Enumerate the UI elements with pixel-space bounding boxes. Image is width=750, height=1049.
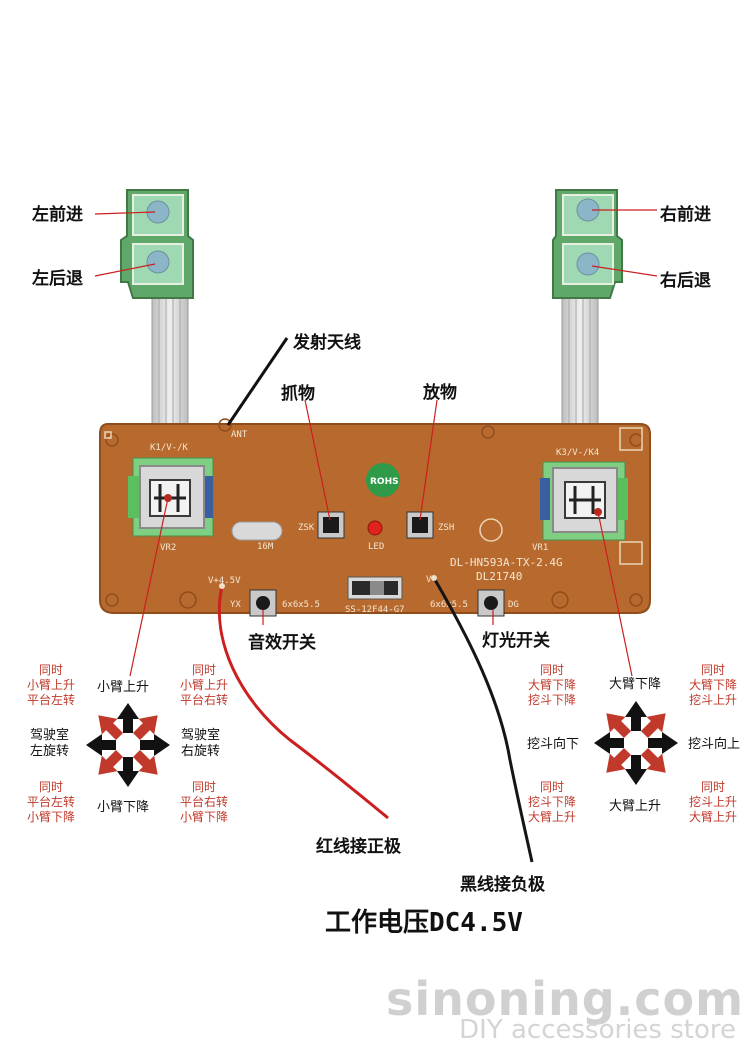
led-indicator-icon — [367, 520, 383, 536]
pcb-vminus-text: V- — [426, 575, 437, 585]
left-arrow-down-left-icon — [98, 749, 124, 775]
pcb-model-text: DL-HN593A-TX-2.4G — [450, 556, 563, 569]
antenna-wire — [226, 337, 289, 426]
watermark-tagline: DIY accessories store — [459, 1015, 736, 1045]
right-arrow-right-icon — [648, 732, 678, 754]
rohs-badge — [366, 463, 400, 497]
left-joystick[interactable] — [128, 457, 214, 537]
left-button-module — [120, 189, 194, 299]
right-backward-button-icon[interactable] — [576, 252, 600, 276]
right-stick-down-right-label: 同时 挖斗上升 大臂上升 — [689, 780, 738, 824]
pcb-vr2-text: VR2 — [160, 543, 176, 553]
left-stick-left-label: 驾驶室 左旋转 — [30, 728, 70, 759]
left-stick-down-right-label: 同时 平台右转 小臂下降 — [180, 780, 229, 824]
right-stick-left-label: 挖斗向下 — [527, 737, 580, 752]
voltage-label: 工作电压DC4.5V — [325, 908, 523, 938]
watermark-brand: sinoning.com — [386, 972, 744, 1026]
right-button-module — [552, 189, 623, 299]
right-ribbon-cable — [561, 297, 599, 439]
right-forward-label: 右前进 — [660, 205, 711, 225]
antenna-label: 发射天线 — [293, 333, 361, 353]
left-stick-arrows — [86, 703, 170, 787]
pcb-led-text: LED — [368, 542, 384, 552]
pcb-zsh-text: ZSH — [438, 523, 454, 533]
left-arrow-down-right-icon — [132, 749, 158, 775]
pcb-yx-text: YX — [230, 600, 241, 610]
sound-switch-label: 音效开关 — [248, 633, 316, 653]
right-stick-up-label: 大臂下降 — [609, 677, 662, 692]
right-arrow-up-right-icon — [640, 713, 666, 739]
left-forward-label: 左前进 — [32, 205, 83, 225]
pcb-board — [99, 423, 651, 614]
black-wire-label: 黑线接负极 — [460, 875, 545, 895]
pcb-crystal-freq-text: 16M — [257, 542, 274, 552]
pcb-ant-text: ANT — [231, 430, 248, 440]
pcb-switch-text: SS-12F44-G7 — [345, 605, 405, 615]
right-stick-arrows — [594, 701, 678, 785]
left-stick-up-left-label: 同时 小臂上升 平台左转 — [27, 663, 76, 707]
grab-button[interactable] — [317, 511, 345, 539]
rohs-text: ROHS — [370, 477, 399, 487]
right-stick-up-right-label: 同时 大臂下降 挖斗上升 — [689, 663, 738, 707]
left-arrow-up-right-icon — [132, 715, 158, 741]
right-arrow-down-left-icon — [606, 747, 632, 773]
pcb-logo-icon — [479, 518, 503, 542]
right-stick-down-left-label: 同时 挖斗下降 大臂上升 — [528, 780, 577, 824]
right-stick-up-left-label: 同时 大臂下降 挖斗下降 — [528, 663, 577, 707]
left-ribbon-cable — [151, 294, 189, 436]
left-arrow-down-icon — [117, 757, 139, 787]
right-arrow-left-icon — [594, 732, 624, 754]
left-stick-right-label: 驾驶室 右旋转 — [181, 728, 221, 759]
red-wire — [217, 585, 389, 820]
right-arrow-down-right-icon — [640, 747, 666, 773]
pcb-vplus-text: V+4.5V — [208, 576, 241, 586]
light-switch-label: 灯光开关 — [482, 631, 550, 651]
black-wire — [432, 577, 534, 863]
left-arrow-up-left-icon — [98, 715, 124, 741]
left-stick-up-right-label: 同时 小臂上升 平台右转 — [180, 663, 229, 707]
right-arrow-down-icon — [625, 755, 647, 785]
right-arrow-up-icon — [625, 701, 647, 731]
pcb-right-module-text: K3/V-/K4 — [556, 448, 599, 458]
right-stick-right-label: 挖斗向上 — [688, 737, 741, 752]
right-arrow-up-left-icon — [606, 713, 632, 739]
pcb-dg-text: DG — [508, 600, 519, 610]
left-backward-label: 左后退 — [32, 269, 83, 289]
right-backward-label: 右后退 — [660, 271, 711, 291]
left-stick-up-label: 小臂上升 — [97, 680, 150, 695]
left-stick-down-left-label: 同时 平台左转 小臂下降 — [27, 780, 76, 824]
right-stick-down-label: 大臂上升 — [609, 799, 662, 814]
right-joystick-center-icon — [594, 508, 602, 516]
right-joystick[interactable] — [540, 461, 628, 541]
pcb-left-btn-size-text: 6x6x5.5 — [282, 600, 320, 610]
pcb-zsk-text: ZSK — [298, 523, 315, 533]
light-switch-button[interactable] — [477, 589, 505, 617]
grab-label: 抓物 — [281, 384, 315, 404]
pcb-left-module-text: K1/V-/K — [150, 443, 189, 453]
pcb-vr1-text: VR1 — [532, 543, 548, 553]
pcb-code-text: DL21740 — [476, 570, 522, 583]
crystal-oscillator — [231, 521, 283, 541]
red-wire-label: 红线接正极 — [316, 837, 401, 857]
power-slide-switch[interactable] — [347, 576, 403, 600]
left-arrow-left-icon — [86, 734, 116, 756]
left-arrow-right-icon — [140, 734, 170, 756]
left-stick-down-label: 小臂下降 — [97, 800, 150, 815]
left-arrow-up-icon — [117, 703, 139, 733]
left-backward-button-icon[interactable] — [146, 250, 170, 274]
release-label: 放物 — [423, 383, 457, 403]
